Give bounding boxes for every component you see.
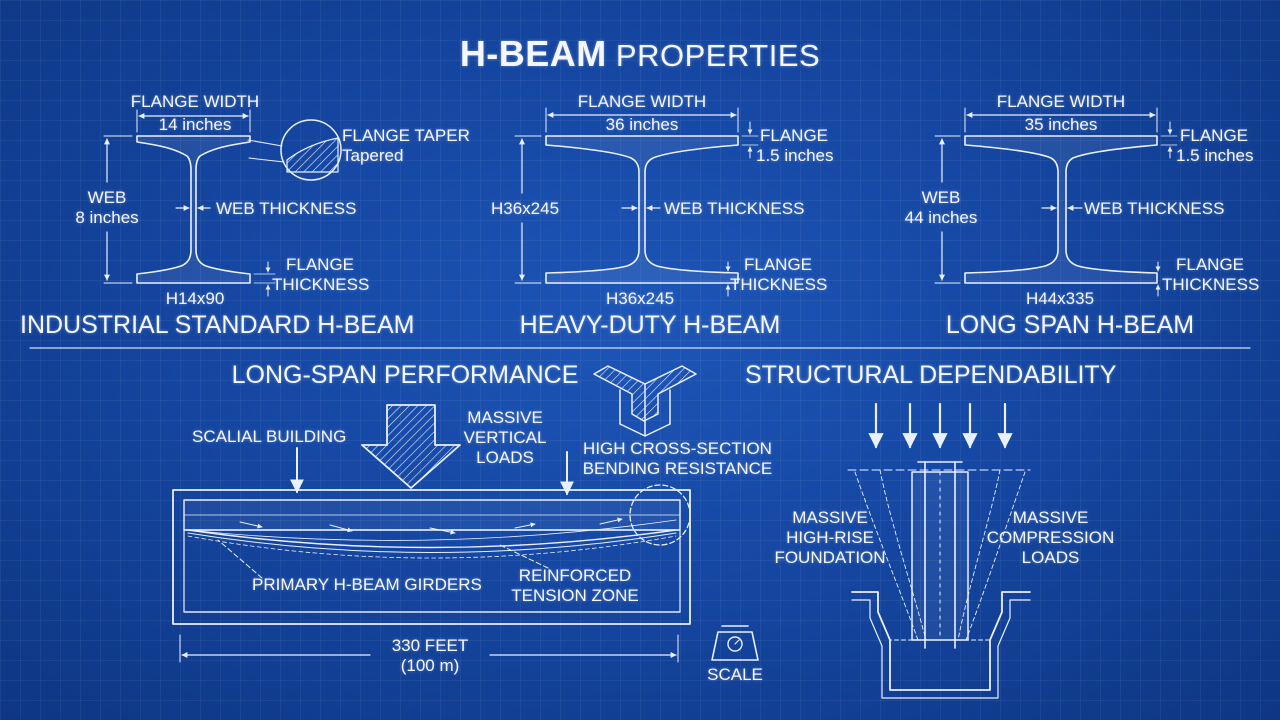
girders-label: PRIMARY H-BEAM GIRDERS: [252, 575, 482, 594]
beam-1-web-thickness-label: WEB THICKNESS: [216, 199, 357, 218]
beam-2-web-thickness-label: WEB THICKNESS: [664, 199, 805, 218]
beam-3-section: [934, 107, 1178, 297]
beam-1-heading: INDUSTRIAL STANDARD H-BEAM: [20, 311, 415, 339]
vertical-loads-label: MASSIVE VERTICAL LOADS: [463, 408, 547, 467]
beam-1-flange-thickness-label: FLANGE THICKNESS: [272, 255, 370, 294]
beam-2-designation: H36x245: [605, 289, 675, 308]
scale-label: SCALE: [707, 665, 763, 684]
beam-2-heading: HEAVY-DUTY H-BEAM: [519, 311, 781, 339]
beam-1-section: [103, 109, 342, 297]
beam-2-section: [514, 107, 759, 297]
span-metric: (100 m): [400, 656, 460, 675]
beam-1-designation: H14x90: [165, 289, 225, 308]
beam-3-designation: H44x335: [1025, 289, 1095, 308]
title-rest: PROPERTIES: [615, 38, 821, 73]
beam-3-heading: LONG SPAN H-BEAM: [945, 311, 1195, 339]
beam-junction-icon: [593, 365, 697, 437]
dependability-heading: STRUCTURAL DEPENDABILITY: [745, 361, 1117, 389]
beam-2-flange-label: FLANGE: [760, 126, 829, 145]
beam-1-flange-width-value: 14 inches: [158, 115, 232, 134]
dependability-drawing: [847, 402, 1031, 699]
beam-1-web-label: WEB: [87, 188, 127, 207]
bending-resistance-label: HIGH CROSS-SECTION BENDING RESISTANCE: [582, 439, 773, 478]
building-label: SCALIAL BUILDING: [192, 427, 347, 446]
beam-2-side-designation: H36x245: [490, 199, 560, 218]
beam-2-flange-value: 1.5 inches: [756, 146, 834, 165]
long-span-drawing: [172, 365, 759, 663]
beam-2-flange-width-label: FLANGE WIDTH: [577, 92, 707, 111]
beam-2-flange-width-value: 36 inches: [605, 115, 679, 134]
long-span-heading: LONG-SPAN PERFORMANCE: [231, 361, 579, 389]
beam-1-taper-label: FLANGE TAPER: [342, 126, 470, 145]
beam-3-flange-thickness-label: FLANGE THICKNESS: [1162, 255, 1260, 294]
beam-2-flange-thickness-label: FLANGE THICKNESS: [730, 255, 828, 294]
beam-3-web-thickness-label: WEB THICKNESS: [1084, 199, 1225, 218]
beam-3-flange-width-value: 35 inches: [1024, 115, 1098, 134]
beam-1-web-value: 8 inches: [75, 208, 139, 227]
foundation-label: MASSIVE HIGH-RISE FOUNDATION: [774, 508, 886, 567]
page-title: H-BEAM PROPERTIES: [440, 35, 840, 73]
span-value: 330 FEET: [391, 636, 469, 655]
beam-3-flange-label: FLANGE: [1180, 126, 1249, 145]
beam-3-web-label: WEB: [921, 188, 961, 207]
title-bold: H-BEAM: [459, 33, 607, 74]
beam-3-flange-value: 1.5 inches: [1176, 146, 1254, 165]
beam-1-flange-width-label: FLANGE WIDTH: [130, 92, 260, 111]
beam-3-flange-width-label: FLANGE WIDTH: [996, 92, 1126, 111]
scale-icon: [711, 625, 759, 661]
tension-zone-label: REINFORCED TENSION ZONE: [511, 566, 639, 605]
beam-3-web-value: 44 inches: [904, 208, 978, 227]
beam-1-taper-value: Tapered: [342, 146, 404, 165]
compression-label: MASSIVE COMPRESSION LOADS: [986, 508, 1115, 567]
